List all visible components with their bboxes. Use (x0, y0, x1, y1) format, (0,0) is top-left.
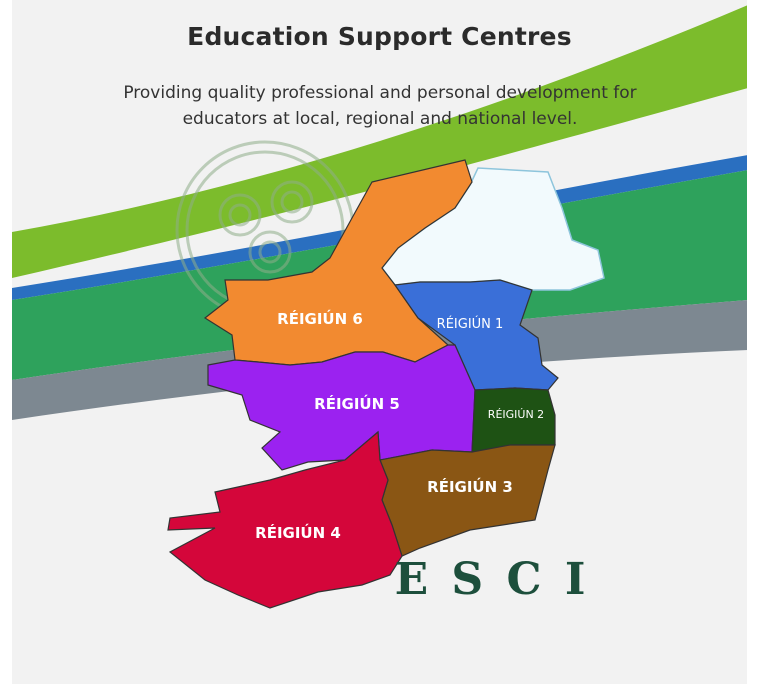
esci-logo-text: E S C I (395, 554, 590, 605)
region-3-label: RÉIGIÚN 3 (427, 477, 513, 496)
left-margin (0, 0, 12, 684)
region-4-label: RÉIGIÚN 4 (255, 523, 341, 542)
region-5-label: RÉIGIÚN 5 (314, 394, 400, 413)
page-title: Education Support Centres (187, 22, 572, 51)
region-4-shape (167, 430, 403, 609)
region-3-shape (379, 444, 556, 557)
green-swoosh (12, 5, 748, 278)
right-margin (747, 0, 759, 684)
page-subtitle: Providing quality professional and perso… (123, 83, 637, 129)
region-6-label: RÉIGIÚN 6 (277, 309, 363, 328)
region-1-label: RÉIGIÚN 1 (437, 316, 504, 332)
region-2-label: RÉIGIÚN 2 (488, 408, 544, 421)
